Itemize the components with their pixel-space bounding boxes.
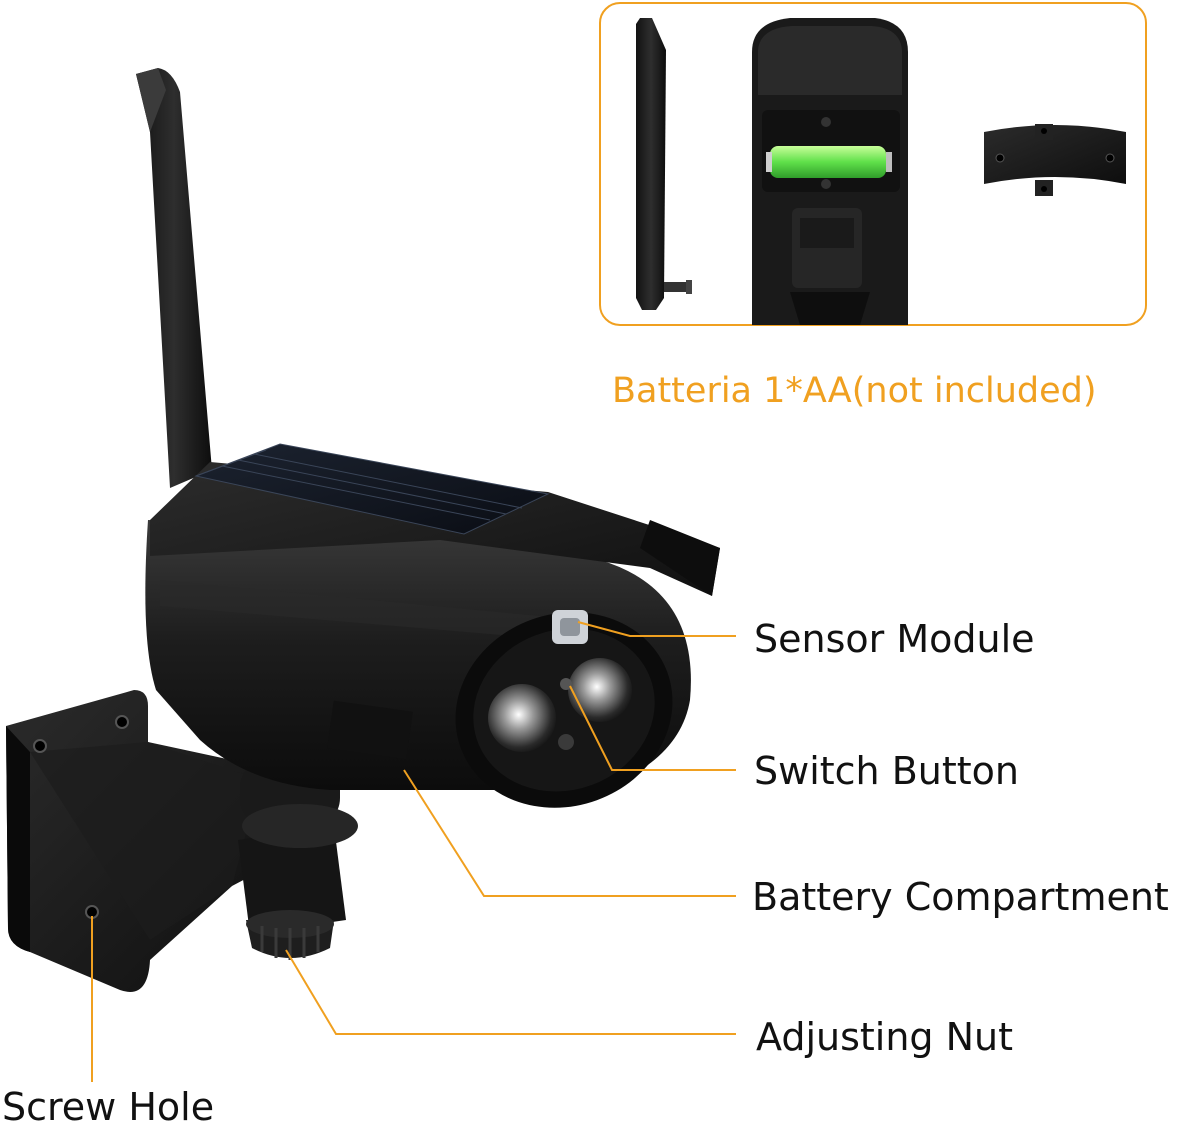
battery-caption: Batteria 1*AA(not included) — [612, 371, 1097, 411]
label-switch-button: Switch Button — [754, 749, 1019, 793]
camera-illustration — [6, 68, 720, 992]
adjusting-nut-leader — [285, 949, 736, 1035]
wall-bracket-icon — [6, 690, 300, 992]
battery-compartment-open-icon — [752, 18, 908, 325]
screw-hole-icon — [115, 715, 129, 729]
label-screw-hole: Screw Hole — [2, 1085, 214, 1128]
label-sensor-module: Sensor Module — [754, 617, 1035, 661]
adjusting-nut-icon — [246, 910, 334, 960]
antenna-part-icon — [636, 18, 692, 310]
switch-button-icon — [560, 678, 572, 690]
sensor-module-leader — [577, 621, 736, 637]
mounting-plate-icon — [984, 124, 1126, 196]
label-adjusting-nut: Adjusting Nut — [756, 1015, 1013, 1059]
solar-panel-icon — [194, 443, 550, 535]
callout-lines — [91, 621, 736, 1082]
antenna-icon — [136, 68, 212, 488]
aa-battery-icon — [770, 146, 886, 178]
label-battery-compartment: Battery Compartment — [752, 875, 1169, 919]
battery-compartment-leader — [403, 769, 736, 897]
sensor-module-icon — [552, 610, 588, 644]
switch-button-leader — [569, 685, 736, 771]
led-light-icon — [488, 684, 556, 752]
screw-hole-icon — [33, 739, 47, 753]
led-light-icon — [568, 658, 632, 722]
inset-panel — [599, 2, 1147, 326]
